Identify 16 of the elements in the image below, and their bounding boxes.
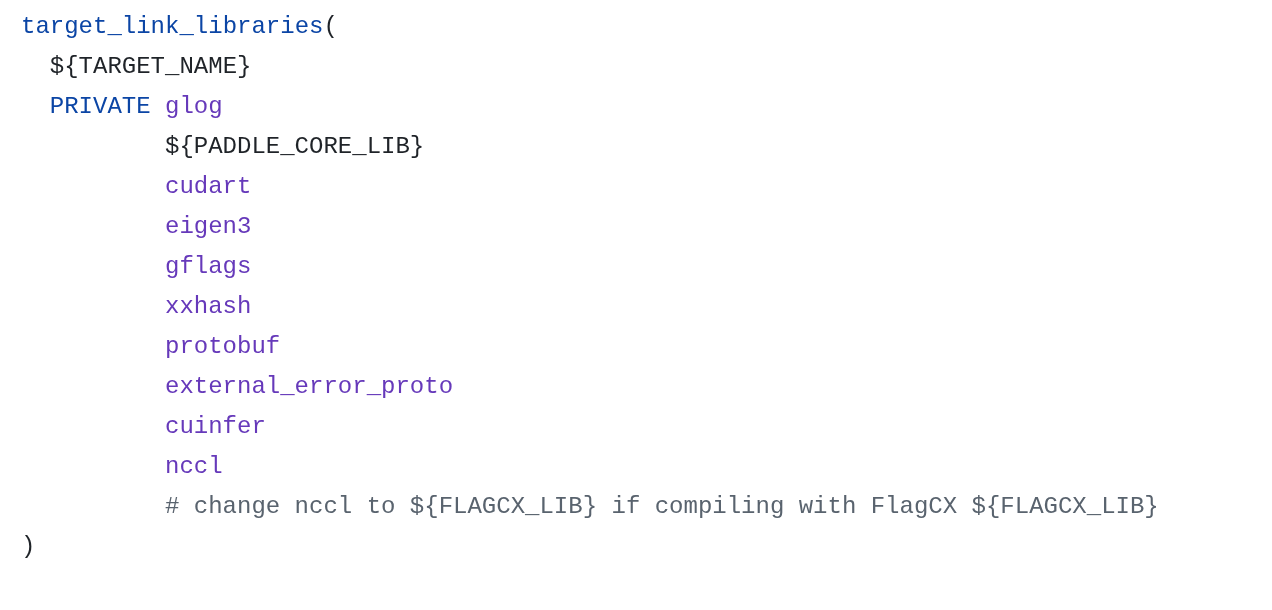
library-name: eigen3 [165,213,252,241]
library-name: nccl [165,453,223,481]
library-name: cudart [165,173,252,201]
code-text: ${PADDLE_CORE_LIB} [165,133,425,161]
library-name: xxhash [165,293,252,321]
code-comment: # change nccl to ${FLAGCX_LIB} if compiling with FlagCX ${FLAGCX_LIB} [165,493,1159,521]
library-name: gflags [165,253,252,281]
code-text: ( [323,13,338,41]
keyword: PRIVATE [49,93,151,121]
library-name: cuinfer [165,413,266,441]
code-text: ) [21,533,36,561]
keyword: target_link_libraries [21,13,324,41]
library-name: external_error_proto [165,373,454,401]
library-name: glog [165,93,223,121]
code-text: ${TARGET_NAME} [49,53,252,81]
library-name: protobuf [165,333,281,361]
